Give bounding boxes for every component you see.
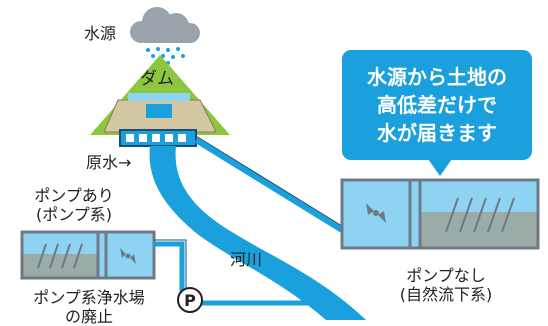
river [149,146,366,320]
raw-water-label: 原水→ [86,153,132,172]
dam-water [128,93,190,101]
water-source-label: 水源 [84,24,117,43]
callout-line-1: 水源から土地の [367,65,507,89]
intake-windows [126,134,186,142]
callout-line-3: 水が届きます [377,121,497,145]
pump-symbol-text: P [184,291,196,310]
pump-system-label: ポンプあり (ポンプ系) [20,186,128,224]
callout-bubble: 水源から土地の 高低差だけで 水が届きます [342,50,532,176]
plant-closed-line1: ポンプ系浄水場 [33,288,145,307]
gravity-pipe [194,137,357,241]
pump-pipe [154,241,342,306]
gravity-system-label: ポンプなし (自然流下系) [386,266,506,304]
mixer-icon [366,203,386,223]
cloud-icon [130,7,200,43]
pump-plant [20,230,156,280]
pump-yes-line1: ポンプあり [34,186,114,205]
gravity-plant [340,178,540,250]
dam-gate [146,104,172,118]
pump-no-line1: ポンプなし [406,266,486,285]
pump-no-line2: (自然流下系) [399,285,493,304]
plant-closed-line2: の廃止 [64,307,113,326]
river-label: 河川 [230,250,263,269]
plant-closed-label: ポンプ系浄水場 の廃止 [14,288,164,326]
pump-icon [177,287,203,313]
mixer-icon [120,248,136,264]
dam-label: ダム [140,69,174,89]
callout-line-2: 高低差だけで [377,93,497,117]
pump-yes-line2: (ポンプ系) [35,205,112,224]
